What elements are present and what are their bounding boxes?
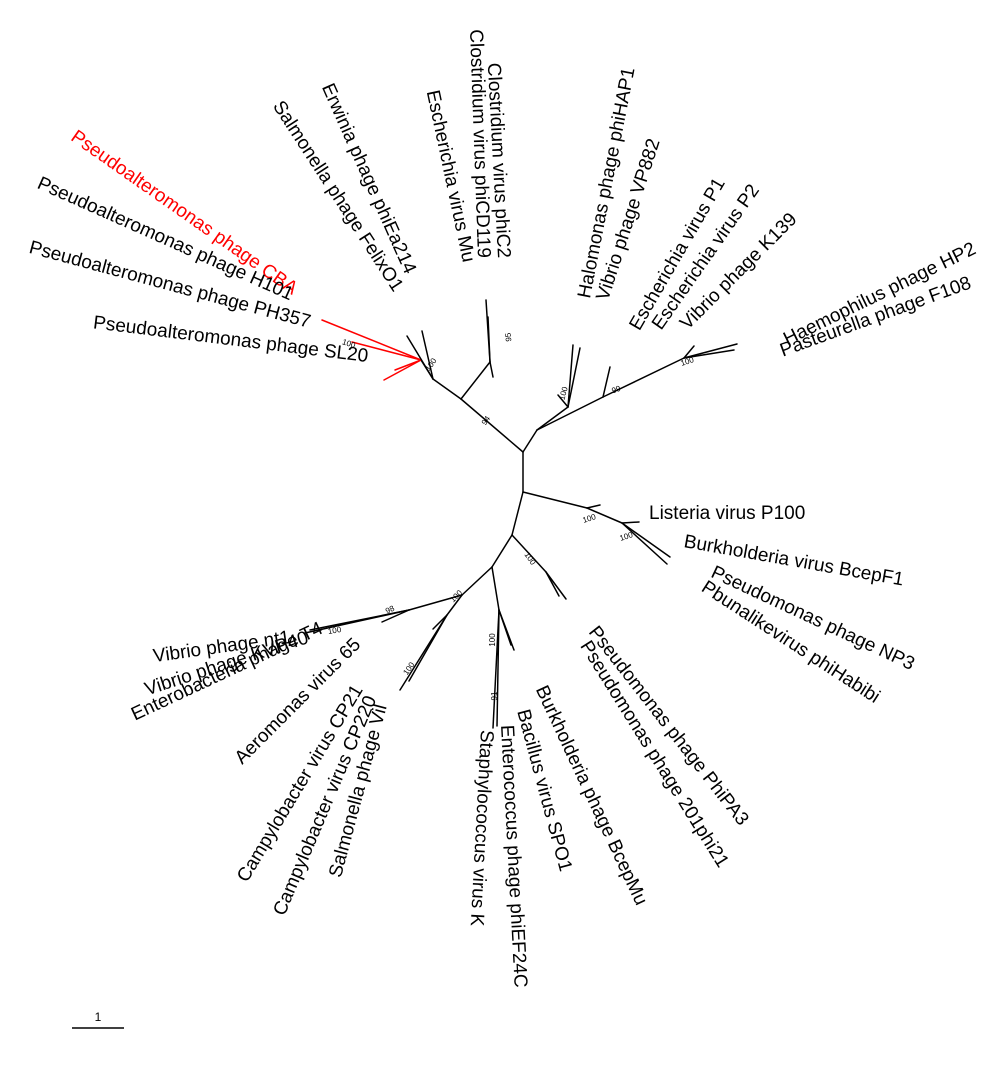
tree-branch	[460, 398, 524, 453]
bootstrap-label: 100	[558, 385, 570, 401]
taxon-label: Listeria virus P100	[649, 503, 805, 524]
tree-branch	[683, 343, 738, 359]
tree-branch	[567, 344, 574, 408]
tree-branch	[621, 522, 671, 558]
tree-branch	[432, 614, 448, 630]
taxon-label: Enterococcus phage phiEF24C	[496, 724, 531, 988]
tree-branch	[496, 609, 500, 727]
bootstrap-label: 100	[618, 530, 634, 543]
tree-branch	[491, 534, 513, 568]
bootstrap-label: 100	[341, 337, 357, 350]
bootstrap-label: 100	[679, 355, 695, 368]
tree-branches	[304, 299, 738, 729]
tree-branch	[383, 359, 422, 381]
tree-branch	[586, 507, 623, 524]
tree-branch	[536, 406, 569, 431]
tree-branch	[602, 366, 611, 398]
tree-branch	[491, 566, 500, 611]
tree-branch	[432, 378, 462, 400]
tree-branch	[586, 504, 601, 509]
bootstrap-label: 100	[581, 512, 597, 525]
bootstrap-label: 100	[523, 551, 538, 568]
tree-branch	[683, 345, 695, 359]
taxon-label: Pseudomonas phage PhiPA3	[584, 622, 753, 829]
tree-branch	[621, 521, 640, 524]
bootstrap-label: 100	[488, 633, 497, 647]
tree-branch	[421, 330, 434, 380]
tree-branch	[536, 396, 604, 431]
tree-branch	[485, 299, 491, 363]
tree-branch	[621, 522, 668, 565]
scale-bar-label: 1	[95, 1010, 102, 1024]
tree-branch	[351, 341, 422, 361]
tree-branch	[602, 357, 685, 398]
tree-branch	[567, 347, 581, 408]
tree-branch	[545, 571, 567, 600]
tree-branch	[511, 534, 547, 573]
tree-branch	[498, 609, 512, 646]
tree-branch	[683, 349, 735, 359]
tree-branch	[408, 614, 448, 682]
bootstrap-label: 98	[384, 604, 396, 616]
bootstrap-label: 100	[327, 625, 342, 636]
tree-branch	[408, 594, 463, 611]
tree-branch	[557, 394, 569, 408]
bootstrap-label: 91	[490, 691, 499, 700]
tree-branch	[522, 491, 588, 509]
tree-branch	[381, 609, 410, 623]
tree-branch	[489, 361, 494, 378]
bootstrap-label: 100	[401, 660, 416, 677]
taxon-label: Pseudoalteromonas phage SL20	[92, 312, 369, 367]
tree-branch	[511, 491, 524, 536]
tree-branch	[545, 571, 560, 597]
tree-branch	[406, 335, 434, 380]
bootstrap-label: 99	[610, 384, 622, 396]
taxon-label: Staphylococcus virus K	[466, 729, 497, 927]
tree-branch	[460, 361, 491, 400]
tree-branch	[522, 429, 538, 453]
bootstrap-label: 100	[448, 588, 464, 604]
bootstrap-label: 100	[423, 356, 438, 373]
taxon-labels: Pseudoalteromonas phage CBAPseudoalterom…	[27, 29, 979, 988]
tree-branch	[321, 319, 422, 361]
tree-branch	[304, 609, 410, 634]
bootstrap-label: 95	[504, 332, 514, 342]
tree-branch	[461, 566, 493, 596]
scale-bar: 1	[72, 1010, 124, 1029]
tree-branch	[446, 594, 463, 616]
